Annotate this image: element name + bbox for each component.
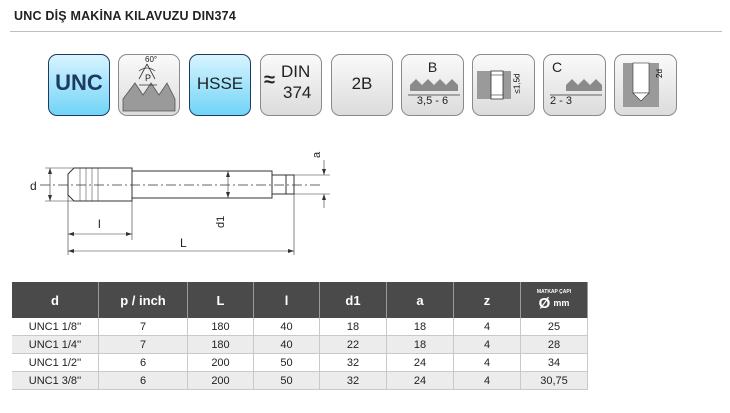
blind-depth-label: 2d (654, 69, 664, 78)
table-cell: 7 (98, 335, 188, 354)
unc-label: UNC (55, 70, 103, 95)
material-badge: HSSE (189, 54, 251, 116)
pitch-label: P (145, 73, 152, 83)
table-cell: 28 (520, 335, 588, 354)
table-cell: 4 (453, 371, 521, 390)
title-divider (10, 31, 722, 32)
table-cell: 6 (98, 371, 188, 390)
table-cell: 200 (187, 371, 254, 390)
table-cell: 18 (319, 318, 387, 336)
chamfer-b-icon: B 3,5 - 6 (401, 54, 464, 116)
table-cell: 180 (187, 318, 254, 336)
col-a: a (386, 282, 454, 318)
spec-table: d p / inch L l d1 a z MATKAP ÇAPI Ø mm U… (12, 282, 588, 390)
table-cell: 18 (386, 335, 454, 354)
table-cell: 50 (253, 371, 320, 390)
drill-header-unit: mm (553, 298, 570, 308)
table-cell: 4 (453, 335, 521, 354)
dim-a: a (311, 151, 323, 158)
table-cell: UNC1 1/2'' (12, 353, 99, 372)
chamfer-b-range: 3,5 - 6 (416, 95, 449, 107)
table-cell: 50 (253, 353, 320, 372)
page-title: UNC DİŞ MAKİNA KILAVUZU DIN374 (14, 9, 236, 23)
col-l: l (253, 282, 320, 318)
din-number: 374 (283, 83, 312, 102)
table-cell: UNC1 3/8'' (12, 371, 99, 390)
table-cell: 32 (319, 371, 387, 390)
table-cell: 200 (187, 353, 254, 372)
chamfer-b-label: B (427, 59, 438, 75)
dim-d: d (30, 179, 37, 193)
col-pitch: p / inch (98, 282, 188, 318)
drill-diameter-icon: Ø (538, 294, 551, 312)
dim-L: L (180, 236, 187, 250)
table-cell: 24 (386, 371, 454, 390)
dim-d1: d1 (215, 216, 227, 228)
thread-profile-icon: 60° P (118, 54, 180, 116)
table-cell: UNC1 1/4'' (12, 335, 99, 354)
chamfer-c-label: C (552, 59, 563, 75)
table-cell: 22 (319, 335, 387, 354)
table-cell: 180 (187, 335, 254, 354)
angle-label: 60° (145, 55, 158, 64)
through-hole-icon: ≤1,5d (472, 54, 535, 116)
chamfer-c-range: 2 - 3 (550, 95, 573, 107)
table-cell: 30,75 (520, 371, 588, 390)
table-cell: 34 (520, 353, 588, 372)
depth-label-wrap: ≤1,5d (512, 71, 529, 101)
table-cell: 32 (319, 353, 387, 372)
table-cell: 4 (453, 353, 521, 372)
table-cell: 4 (453, 318, 521, 336)
chamfer-c-icon: C 2 - 3 (543, 54, 606, 116)
approx-symbol: ≈ (264, 69, 275, 91)
table-cell: 6 (98, 353, 188, 372)
col-L: L (187, 282, 254, 318)
table-cell: 40 (253, 318, 320, 336)
table-cell: 18 (386, 318, 454, 336)
table-cell: 40 (253, 335, 320, 354)
tolerance-badge: 2B (331, 54, 393, 116)
din-standard-badge: ≈ DIN 374 (260, 54, 322, 116)
table-header-row: d p / inch L l d1 a z MATKAP ÇAPI Ø mm (12, 282, 588, 318)
material-label: HSSE (196, 74, 244, 93)
tolerance-label: 2B (351, 74, 373, 93)
din-label: DIN (281, 62, 311, 81)
depth-label: ≤1,5d (512, 73, 522, 94)
dim-l: l (98, 217, 101, 231)
unc-badge: UNC (48, 54, 110, 116)
col-drill: MATKAP ÇAPI Ø mm (520, 282, 588, 318)
blind-hole-icon: 2d (614, 54, 677, 116)
table-cell: UNC1 1/8'' (12, 318, 99, 336)
table-cell: 25 (520, 318, 588, 336)
tap-drawing: d l L d1 a (30, 151, 330, 255)
drill-header-top: MATKAP ÇAPI (536, 288, 572, 295)
table-cell: 7 (98, 318, 188, 336)
col-d1: d1 (319, 282, 387, 318)
table-cell: 24 (386, 353, 454, 372)
col-d: d (12, 282, 99, 318)
col-z: z (453, 282, 521, 318)
